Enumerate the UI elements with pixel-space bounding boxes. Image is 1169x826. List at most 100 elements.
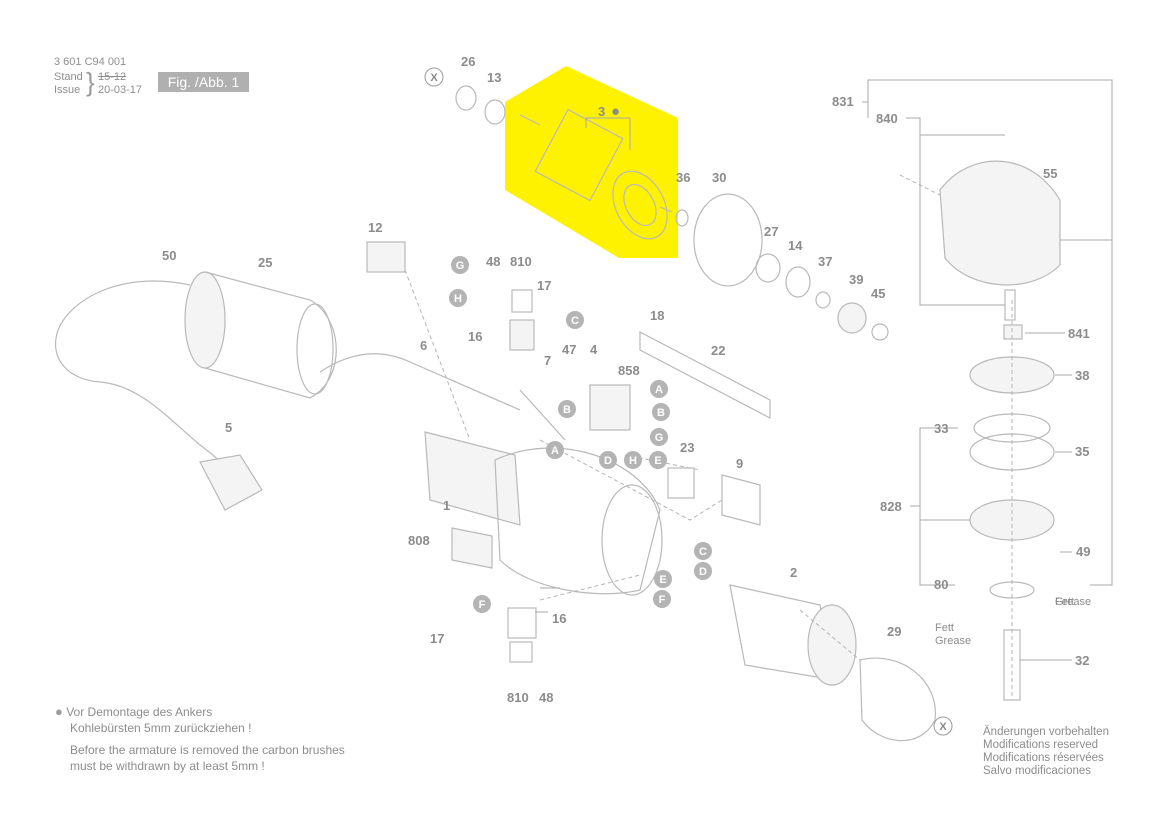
part-label-27: 27 [764, 224, 778, 239]
note-de-line2: Kohlebürsten 5mm zurückziehen ! [70, 721, 252, 735]
connector-circle [566, 311, 584, 329]
note-de-line1: Vor Demontage des Ankers [66, 705, 213, 719]
part-label-14: 14 [788, 238, 803, 253]
grease-label-1: Grease [1055, 596, 1092, 608]
part-label-810a: 810 [510, 254, 532, 269]
gear-head-drawing [939, 160, 1061, 701]
part-label-831: 831 [832, 94, 854, 109]
part-label-17a: 17 [537, 278, 551, 293]
part-label-45: 45 [871, 286, 885, 301]
connector-h: H [624, 451, 642, 469]
connector-circle [650, 380, 668, 398]
figure-label: Fig. /Abb. 1 [158, 72, 249, 92]
connector-letter: G [456, 260, 465, 272]
part-label-25: 25 [258, 255, 272, 270]
connector-letter: B [563, 404, 571, 416]
stator-drawing [729, 584, 857, 686]
mod-line-de: Änderungen vorbehalten [983, 726, 1109, 738]
connector-letter: X [430, 72, 438, 84]
part-label-22: 22 [711, 343, 725, 358]
connector-letter: E [654, 455, 661, 467]
part-label-47: 47 [562, 342, 576, 357]
part-label-810b: 810 [507, 690, 529, 705]
connector-circle [451, 256, 469, 274]
connector-letter: F [479, 599, 486, 611]
part-label-3: 3 [598, 104, 605, 119]
part-label-36: 36 [676, 170, 690, 185]
armature-drawing [519, 108, 673, 240]
part-label-49: 49 [1076, 544, 1090, 559]
connector-circle [933, 716, 953, 736]
connector-circle [694, 562, 712, 580]
note-en-line1: Before the armature is removed the carbo… [70, 743, 345, 757]
part-label-13: 13 [487, 70, 501, 85]
mod-line-en: Modifications reserved [983, 739, 1099, 751]
part-label-48b: 48 [539, 690, 553, 705]
note-bullet: ● [55, 704, 63, 719]
connector-letter: C [699, 546, 707, 558]
connector-b: B [652, 403, 670, 421]
grease-group-2: Fett Grease [935, 622, 971, 648]
connector-letter: D [699, 566, 707, 578]
brace: } [86, 67, 95, 97]
part-label-828: 828 [880, 499, 902, 514]
part-label-841: 841 [1068, 326, 1090, 341]
part-label-23: 23 [680, 440, 694, 455]
modifications-notice: Änderungen vorbehalten Modifications res… [983, 726, 1109, 778]
connector-e: E [654, 570, 672, 588]
part-label-808: 808 [408, 533, 430, 548]
part-label-37: 37 [818, 254, 832, 269]
connector-circle [652, 403, 670, 421]
connector-d: D [694, 562, 712, 580]
connector-a: A [650, 380, 668, 398]
connector-letter: X [939, 721, 947, 733]
connector-f: F [473, 595, 491, 613]
part-label-1: 1 [443, 498, 450, 513]
connector-letter: C [571, 315, 579, 327]
connector-letter: D [604, 455, 612, 467]
document-number: 3 601 C94 001 [54, 56, 127, 68]
part-label-4: 4 [590, 342, 598, 357]
connector-c: C [694, 542, 712, 560]
part-label-33: 33 [934, 421, 948, 436]
part-label-7: 7 [544, 353, 551, 368]
connector-d: D [599, 451, 617, 469]
connector-circle [654, 570, 672, 588]
part-label-48a: 48 [486, 254, 500, 269]
connector-letter: A [551, 445, 559, 457]
plug-drawing [199, 454, 263, 511]
connector-circle [694, 542, 712, 560]
connector-b: B [558, 400, 576, 418]
part-label-30: 30 [712, 170, 726, 185]
part-label-9: 9 [736, 456, 743, 471]
part-label-29: 29 [887, 624, 901, 639]
connector-circle [473, 595, 491, 613]
mod-line-es: Salvo modificaciones [983, 765, 1092, 777]
part-label-16a: 16 [468, 329, 482, 344]
connector-c: C [566, 311, 584, 329]
part-label-35: 35 [1075, 444, 1089, 459]
brush-and-switch-parts [366, 241, 771, 663]
note-en-line2: must be withdrawn by at least 5mm ! [70, 759, 265, 773]
connector-letter: H [629, 455, 637, 467]
cable-drawing [55, 280, 521, 481]
part-label-17b: 17 [430, 631, 444, 646]
part-label-26: 26 [461, 54, 475, 69]
issue-value: 20-03-17 [98, 84, 143, 96]
part-label-6: 6 [420, 338, 427, 353]
connector-letter: G [655, 432, 664, 444]
connector-x: X [424, 67, 444, 87]
connector-letter: B [657, 407, 665, 419]
connector-x: X [933, 716, 953, 736]
part-label-50: 50 [162, 248, 176, 263]
connector-g: G [650, 428, 668, 446]
main-housing-drawing [424, 431, 663, 596]
part-label-12: 12 [368, 220, 382, 235]
connector-circle [624, 451, 642, 469]
part-label-840: 840 [876, 111, 898, 126]
connector-circle [653, 590, 671, 608]
